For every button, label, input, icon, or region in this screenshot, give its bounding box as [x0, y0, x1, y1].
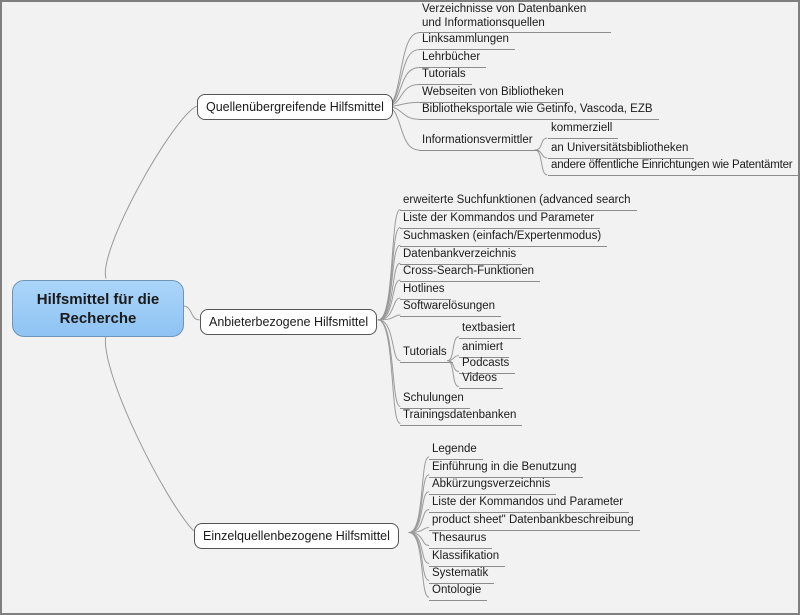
node-andere-oeffentliche-einrichtungen[interactable]: andere öffentliche Einrichtungen wie Pat…	[548, 158, 798, 176]
node-cross-search-funktionen[interactable]: Cross-Search-Funktionen	[400, 264, 541, 282]
node-datenbankverzeichnis[interactable]: Datenbankverzeichnis	[400, 247, 523, 265]
edge	[534, 149, 548, 159]
edge	[377, 319, 401, 362]
node-softwareloesungen[interactable]: Softwarelösungen	[400, 299, 502, 317]
node-systematik[interactable]: Systematik	[429, 566, 495, 584]
node-podcasts[interactable]: Podcasts	[459, 356, 516, 374]
node-abkuerzungsverzeichnis[interactable]: Abkürzungsverzeichnis	[429, 477, 557, 495]
node-liste-der-kommandos-einzelquelle[interactable]: Liste der Kommandos und Parameter	[429, 495, 630, 513]
node-erweiterte-suchfunktionen[interactable]: erweiterte Suchfunktionen (advanced sear…	[400, 193, 637, 211]
node-thesaurus[interactable]: Thesaurus	[429, 531, 493, 549]
edge	[377, 244, 401, 321]
node-legende[interactable]: Legende	[429, 442, 483, 460]
edge	[377, 279, 401, 321]
root-node-hilfsmittel-fuer-die-recherche[interactable]: Hilfsmittel für die Recherche	[12, 280, 184, 337]
node-liste-der-kommandos-anbieter[interactable]: Liste der Kommandos und Parameter	[400, 211, 601, 229]
edge	[534, 137, 548, 151]
node-videos[interactable]: Videos	[459, 371, 503, 389]
edge	[408, 532, 430, 598]
node-an-universitaetsbibliotheken[interactable]: an Universitätsbibliotheken	[548, 141, 695, 159]
edge	[377, 297, 401, 321]
edge	[377, 319, 401, 424]
edge	[447, 336, 460, 362]
node-verzeichnisse-von-datenbanken[interactable]: Verzeichnisse von Datenbanken und Inform…	[419, 2, 611, 33]
branch-node-anbieterbezogene-hilfsmittel[interactable]: Anbieterbezogene Hilfsmittel	[200, 309, 378, 335]
edge	[447, 360, 460, 387]
node-bibliotheksportale[interactable]: Bibliotheksportale wie Getinfo, Vascoda,…	[419, 102, 659, 120]
node-informationsvermittler[interactable]: Informationsvermittler	[419, 133, 539, 151]
node-ontologie[interactable]: Ontologie	[429, 583, 488, 601]
node-kommerziell[interactable]: kommerziell	[548, 121, 619, 139]
root-node-label: Hilfsmittel für die Recherche	[36, 290, 160, 327]
edge	[408, 456, 430, 534]
edge	[377, 319, 401, 407]
branch-node-label: Einzelquellenbezogene Hilfsmittel	[203, 529, 390, 543]
node-tutorials-anbieter[interactable]: Tutorials	[400, 345, 453, 363]
node-textbasiert[interactable]: textbasiert	[459, 321, 522, 339]
node-einfuehrung-in-die-benutzung[interactable]: Einführung in die Benutzung	[429, 460, 583, 478]
branch-node-label: Quellenübergreifende Hilfsmittel	[206, 100, 384, 114]
edge	[377, 209, 401, 321]
branch-node-quellenuebergreifende-hilfsmittel[interactable]: Quellenübergreifende Hilfsmittel	[197, 94, 393, 120]
node-animiert[interactable]: animiert	[459, 340, 509, 358]
node-hotlines[interactable]: Hotlines	[400, 282, 451, 300]
edge	[385, 32, 420, 107]
branch-node-label: Anbieterbezogene Hilfsmittel	[209, 315, 369, 329]
node-linksammlungen[interactable]: Linksammlungen	[419, 32, 515, 50]
node-trainingsdatenbanken[interactable]: Trainingsdatenbanken	[400, 408, 523, 426]
node-schulungen[interactable]: Schulungen	[400, 391, 470, 409]
node-klassifikation[interactable]: Klassifikation	[429, 549, 506, 567]
node-tutorials-quellenuebergreifend[interactable]: Tutorials	[419, 67, 472, 85]
edge	[408, 491, 430, 534]
edge	[377, 227, 401, 321]
edge-center-branch2	[182, 305, 200, 321]
node-suchmasken[interactable]: Suchmasken (einfach/Expertenmodus)	[400, 229, 608, 247]
edge-center-branch3	[104, 334, 194, 532]
edge-center-branch1	[104, 105, 197, 279]
node-lehrbuecher[interactable]: Lehrbücher	[419, 50, 487, 68]
branch-node-einzelquellenbezogene-hilfsmittel[interactable]: Einzelquellenbezogene Hilfsmittel	[194, 523, 399, 549]
edge	[377, 314, 401, 321]
edge	[408, 509, 430, 534]
node-product-sheet-datenbankbeschreibung[interactable]: product sheet" Datenbankbeschreibung	[429, 513, 640, 531]
node-webseiten-von-bibliotheken[interactable]: Webseiten von Bibliotheken	[419, 85, 570, 103]
